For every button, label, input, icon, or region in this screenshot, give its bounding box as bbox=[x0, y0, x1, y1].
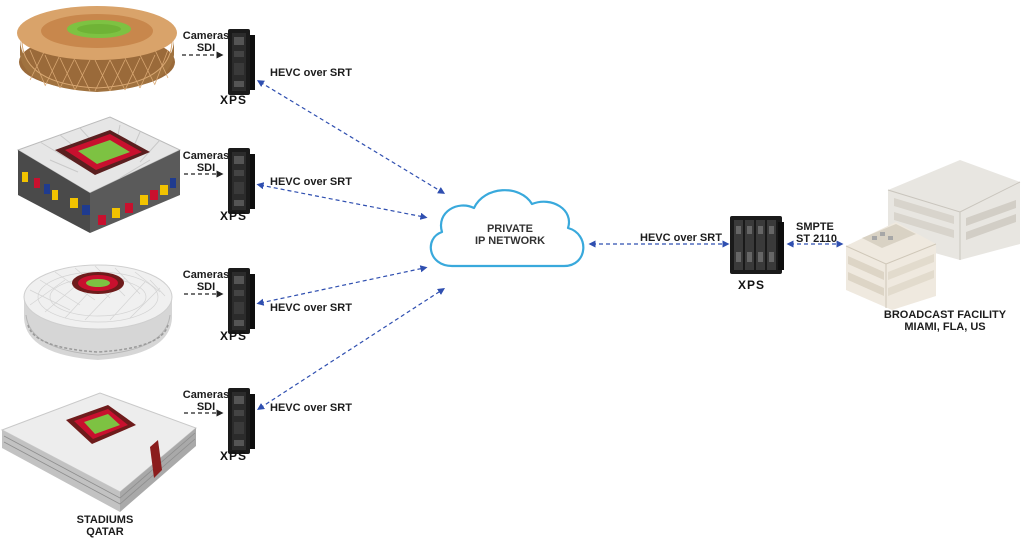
srt-label-2: HEVC over SRT bbox=[270, 176, 352, 188]
xps-logo-1: XPS bbox=[220, 93, 248, 107]
xps-logo-2: XPS bbox=[220, 209, 248, 223]
stadium-3-image bbox=[23, 264, 173, 360]
xps-unit-2 bbox=[228, 148, 255, 214]
stadium-1-image bbox=[17, 6, 177, 92]
xps-chassis bbox=[730, 216, 784, 274]
xps-logo-4: XPS bbox=[220, 449, 248, 463]
xps-logo-core: XPS bbox=[738, 278, 766, 292]
stadium-4-image bbox=[0, 392, 197, 512]
srt-link-2 bbox=[256, 182, 428, 220]
xps-unit-3 bbox=[228, 268, 255, 334]
srt-link-1 bbox=[256, 80, 446, 194]
stadium-2-image bbox=[16, 116, 182, 233]
broadcast-facility-building bbox=[845, 160, 1021, 310]
srt-link-3 bbox=[256, 265, 428, 306]
xps-unit-4 bbox=[228, 388, 255, 454]
private-network-cloud bbox=[429, 189, 585, 268]
srt-label-4: HEVC over SRT bbox=[270, 402, 352, 414]
xps-unit-1 bbox=[228, 29, 255, 95]
xps-logo-3: XPS bbox=[220, 329, 248, 343]
srt-link-4 bbox=[256, 288, 446, 410]
srt-label-1: HEVC over SRT bbox=[270, 67, 352, 79]
srt-core-label: HEVC over SRT bbox=[640, 232, 722, 244]
srt-label-3: HEVC over SRT bbox=[270, 302, 352, 314]
